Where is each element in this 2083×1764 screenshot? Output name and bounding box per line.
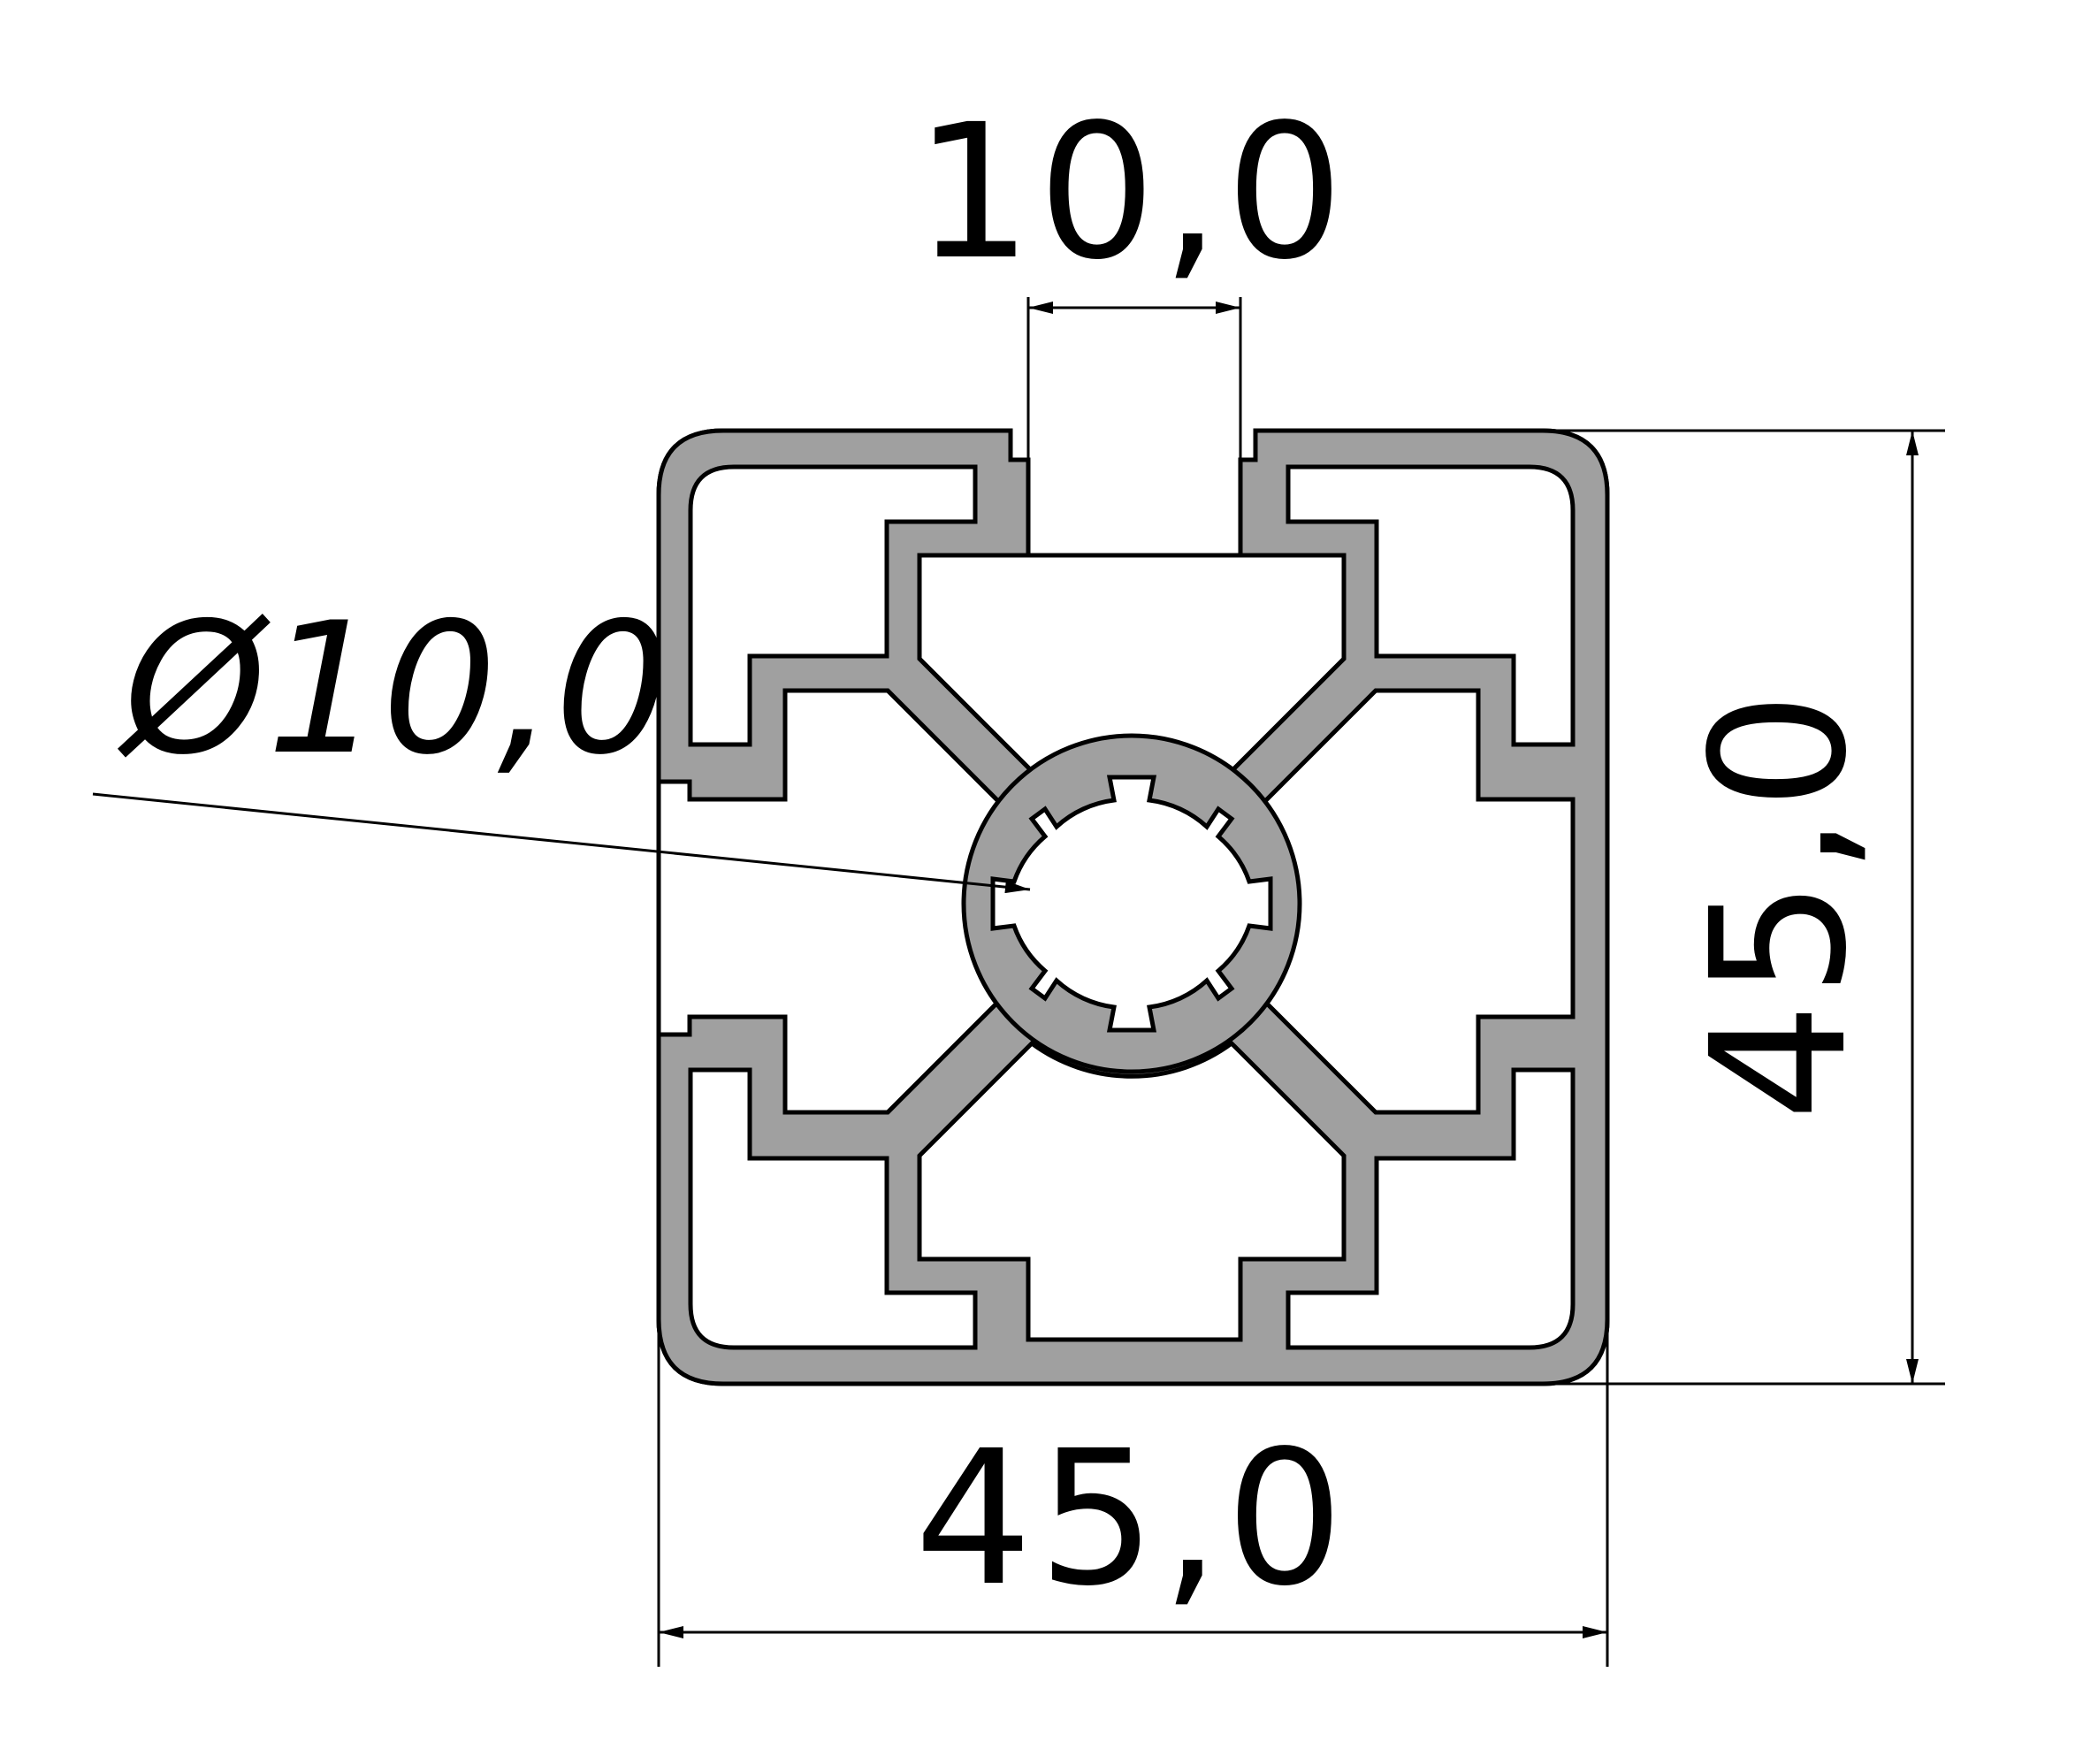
dimension-height: 45,0	[1543, 429, 1945, 1386]
profile-section	[656, 428, 1610, 1386]
cavity-bottom-right	[1286, 1067, 1576, 1350]
dimension-width: 45,0	[657, 1326, 1609, 1667]
slot-width-label: 10,0	[914, 84, 1349, 301]
cavity-top-right	[1286, 464, 1576, 747]
bore-leader-line	[92, 792, 1031, 894]
dimension-core-bore: Ø10,0	[92, 584, 1031, 894]
height-label: 45,0	[1671, 686, 1888, 1121]
cavity-top-left	[688, 464, 978, 747]
bore-diameter-label: Ø10,0	[118, 584, 670, 795]
core-bore	[990, 775, 1273, 1033]
cavity-bottom-left	[688, 1067, 978, 1350]
width-label: 45,0	[914, 1410, 1349, 1627]
dimension-slot-width: 10,0	[914, 84, 1349, 458]
slot-chamber-bottom	[917, 1040, 1347, 1342]
